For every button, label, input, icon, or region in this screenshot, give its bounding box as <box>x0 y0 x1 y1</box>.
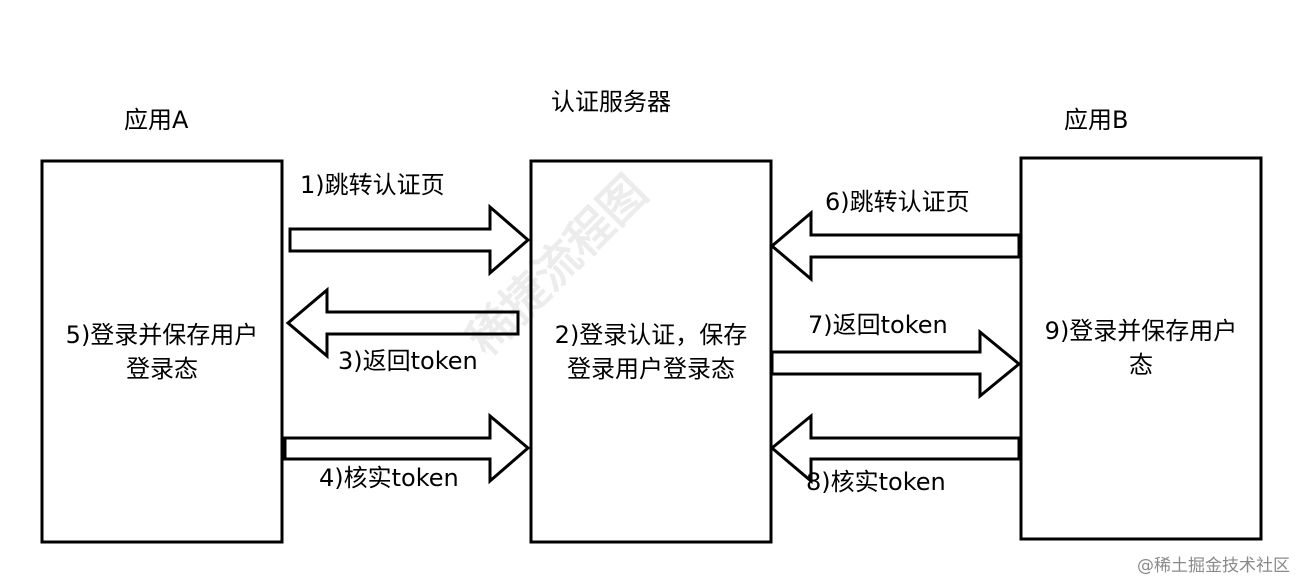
edge-label-3: 3)返回token <box>338 347 478 375</box>
arrow-6-left <box>769 209 1021 283</box>
auth-server-text: 2)登录认证，保存 登录用户登录态 <box>531 318 771 386</box>
app-a-text-line-2: 登录态 <box>126 355 198 383</box>
edge-label-7: 7)返回token <box>808 311 948 339</box>
app-a-box <box>40 159 284 544</box>
auth-server-text-line-2: 登录用户登录态 <box>567 355 735 383</box>
arrow-4-right <box>283 412 531 485</box>
arrow-1-right <box>288 203 531 277</box>
arrow-8-left <box>769 412 1021 485</box>
app-a-text: 5)登录并保存用户 登录态 <box>42 318 282 386</box>
app-b-text-line-2: 态 <box>1129 351 1153 379</box>
app-b-box <box>1019 156 1263 541</box>
edge-label-8: 8)核实token <box>806 468 946 496</box>
arrow-7-right <box>770 328 1022 400</box>
auth-server-title: 认证服务器 <box>551 88 671 116</box>
app-b-text-line-1: 9)登录并保存用户 <box>1044 317 1238 345</box>
edge-label-6: 6)跳转认证页 <box>825 188 970 216</box>
app-b-title: 应用B <box>1064 106 1129 134</box>
app-a-title: 应用A <box>124 106 189 134</box>
edge-label-1: 1)跳转认证页 <box>300 171 445 199</box>
auth-server-text-line-1: 2)登录认证，保存 <box>554 321 748 349</box>
app-b-text: 9)登录并保存用户 态 <box>1021 314 1261 382</box>
edge-label-4: 4)核实token <box>319 464 459 492</box>
app-a-text-line-1: 5)登录并保存用户 <box>65 321 259 349</box>
source-credit: @稀土掘金技术社区 <box>1137 556 1290 576</box>
auth-server-box <box>529 159 773 544</box>
arrow-3-left <box>285 286 520 360</box>
